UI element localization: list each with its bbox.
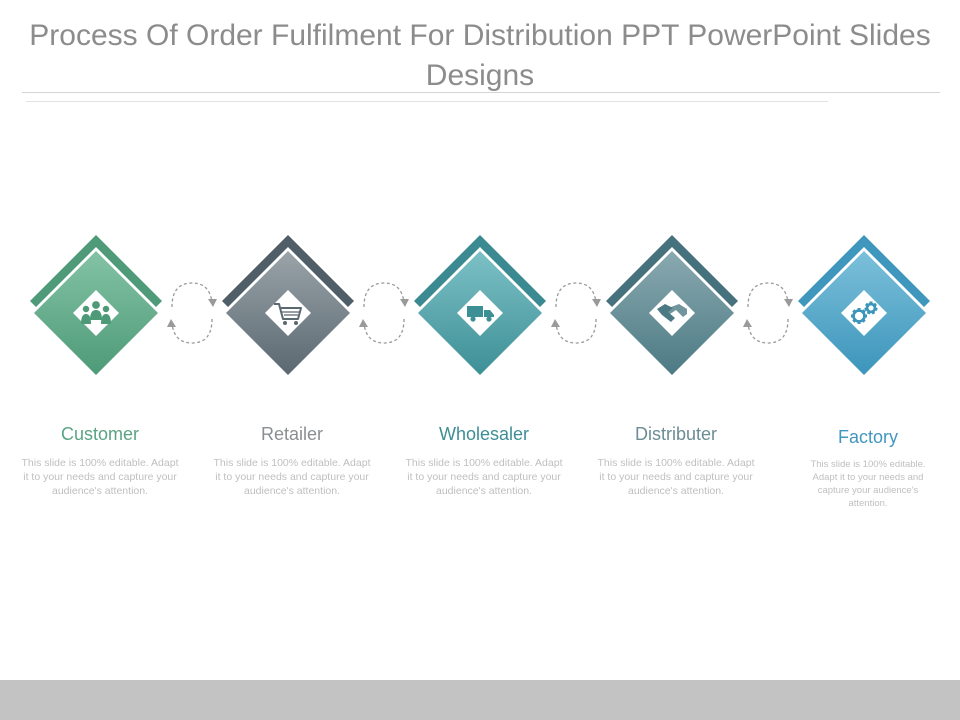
- step-description: This slide is 100% editable. Adapt it to…: [810, 459, 926, 509]
- step-wholesaler-diamond: [414, 235, 546, 375]
- handshake-icon: [657, 304, 687, 322]
- title-divider-secondary: [26, 101, 828, 102]
- connector-arrows: [551, 282, 601, 344]
- step-customer-diamond: [30, 235, 162, 375]
- gears-icon: [851, 301, 878, 324]
- people-group-icon: [81, 301, 111, 324]
- title-divider: [22, 92, 940, 93]
- slide-title: Process Of Order Fulfilment For Distribu…: [29, 19, 931, 92]
- step-label-customer: Customer: [60, 424, 140, 444]
- step-label-wholesaler: Wholesaler: [438, 424, 530, 444]
- footer-bar: [0, 680, 960, 720]
- step-distributer-diamond: [606, 235, 738, 375]
- shopping-cart-icon: [274, 303, 302, 325]
- connector-arrows: [359, 282, 409, 344]
- step-description: This slide is 100% editable. Adapt it to…: [213, 457, 371, 497]
- delivery-truck-icon: [467, 306, 494, 322]
- step-description: This slide is 100% editable. Adapt it to…: [21, 457, 179, 497]
- step-description: This slide is 100% editable. Adapt it to…: [405, 457, 563, 497]
- step-icon-badge: [649, 290, 695, 336]
- step-label-distributer: Distributer: [634, 424, 718, 444]
- connector-arrows: [743, 282, 793, 344]
- step-description: This slide is 100% editable. Adapt it to…: [597, 457, 755, 497]
- step-accent-chevron: [222, 235, 354, 307]
- step-icon-badge: [265, 290, 311, 336]
- step-label-retailer: Retailer: [260, 424, 324, 444]
- step-accent-chevron: [30, 235, 162, 307]
- connector-arrows: [167, 282, 217, 344]
- step-factory-diamond: [798, 235, 930, 375]
- step-retailer-diamond: [222, 235, 354, 375]
- process-flow-diagram: [30, 235, 930, 375]
- step-label-factory: Factory: [837, 427, 898, 447]
